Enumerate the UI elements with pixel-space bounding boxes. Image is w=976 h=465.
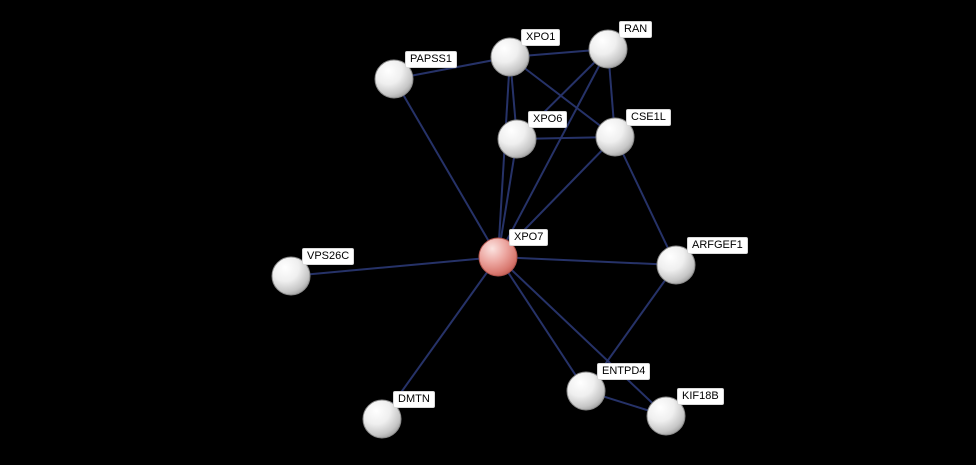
edge-XPO7-RAN[interactable] <box>497 48 609 258</box>
edge-XPO7-XPO6[interactable] <box>497 138 518 258</box>
edge-XPO1-CSE1L[interactable] <box>509 56 616 138</box>
edge-PAPSS1-XPO1[interactable] <box>393 56 511 80</box>
edge-XPO7-ARFGEF1[interactable] <box>497 256 677 266</box>
node-VPS26C[interactable] <box>271 256 311 296</box>
node-PAPSS1[interactable] <box>374 59 414 99</box>
node-CSE1L[interactable] <box>595 117 635 157</box>
node-ARFGEF1[interactable] <box>656 245 696 285</box>
edge-XPO7-XPO1[interactable] <box>497 56 511 258</box>
node-XPO7[interactable] <box>478 237 518 277</box>
node-DMTN[interactable] <box>362 399 402 439</box>
nodes-layer <box>271 29 696 439</box>
edge-CSE1L-ARFGEF1[interactable] <box>614 136 677 266</box>
edge-XPO7-PAPSS1[interactable] <box>393 78 499 258</box>
edge-ARFGEF1-ENTPD4[interactable] <box>585 264 677 392</box>
node-XPO6[interactable] <box>497 119 537 159</box>
edge-XPO7-DMTN[interactable] <box>381 256 499 420</box>
edges-layer <box>290 48 677 420</box>
node-ENTPD4[interactable] <box>566 371 606 411</box>
node-KIF18B[interactable] <box>646 396 686 436</box>
edge-XPO7-ENTPD4[interactable] <box>497 256 587 392</box>
edge-XPO7-VPS26C[interactable] <box>290 256 499 277</box>
node-RAN[interactable] <box>588 29 628 69</box>
edge-XPO7-KIF18B[interactable] <box>497 256 667 417</box>
node-XPO1[interactable] <box>490 37 530 77</box>
